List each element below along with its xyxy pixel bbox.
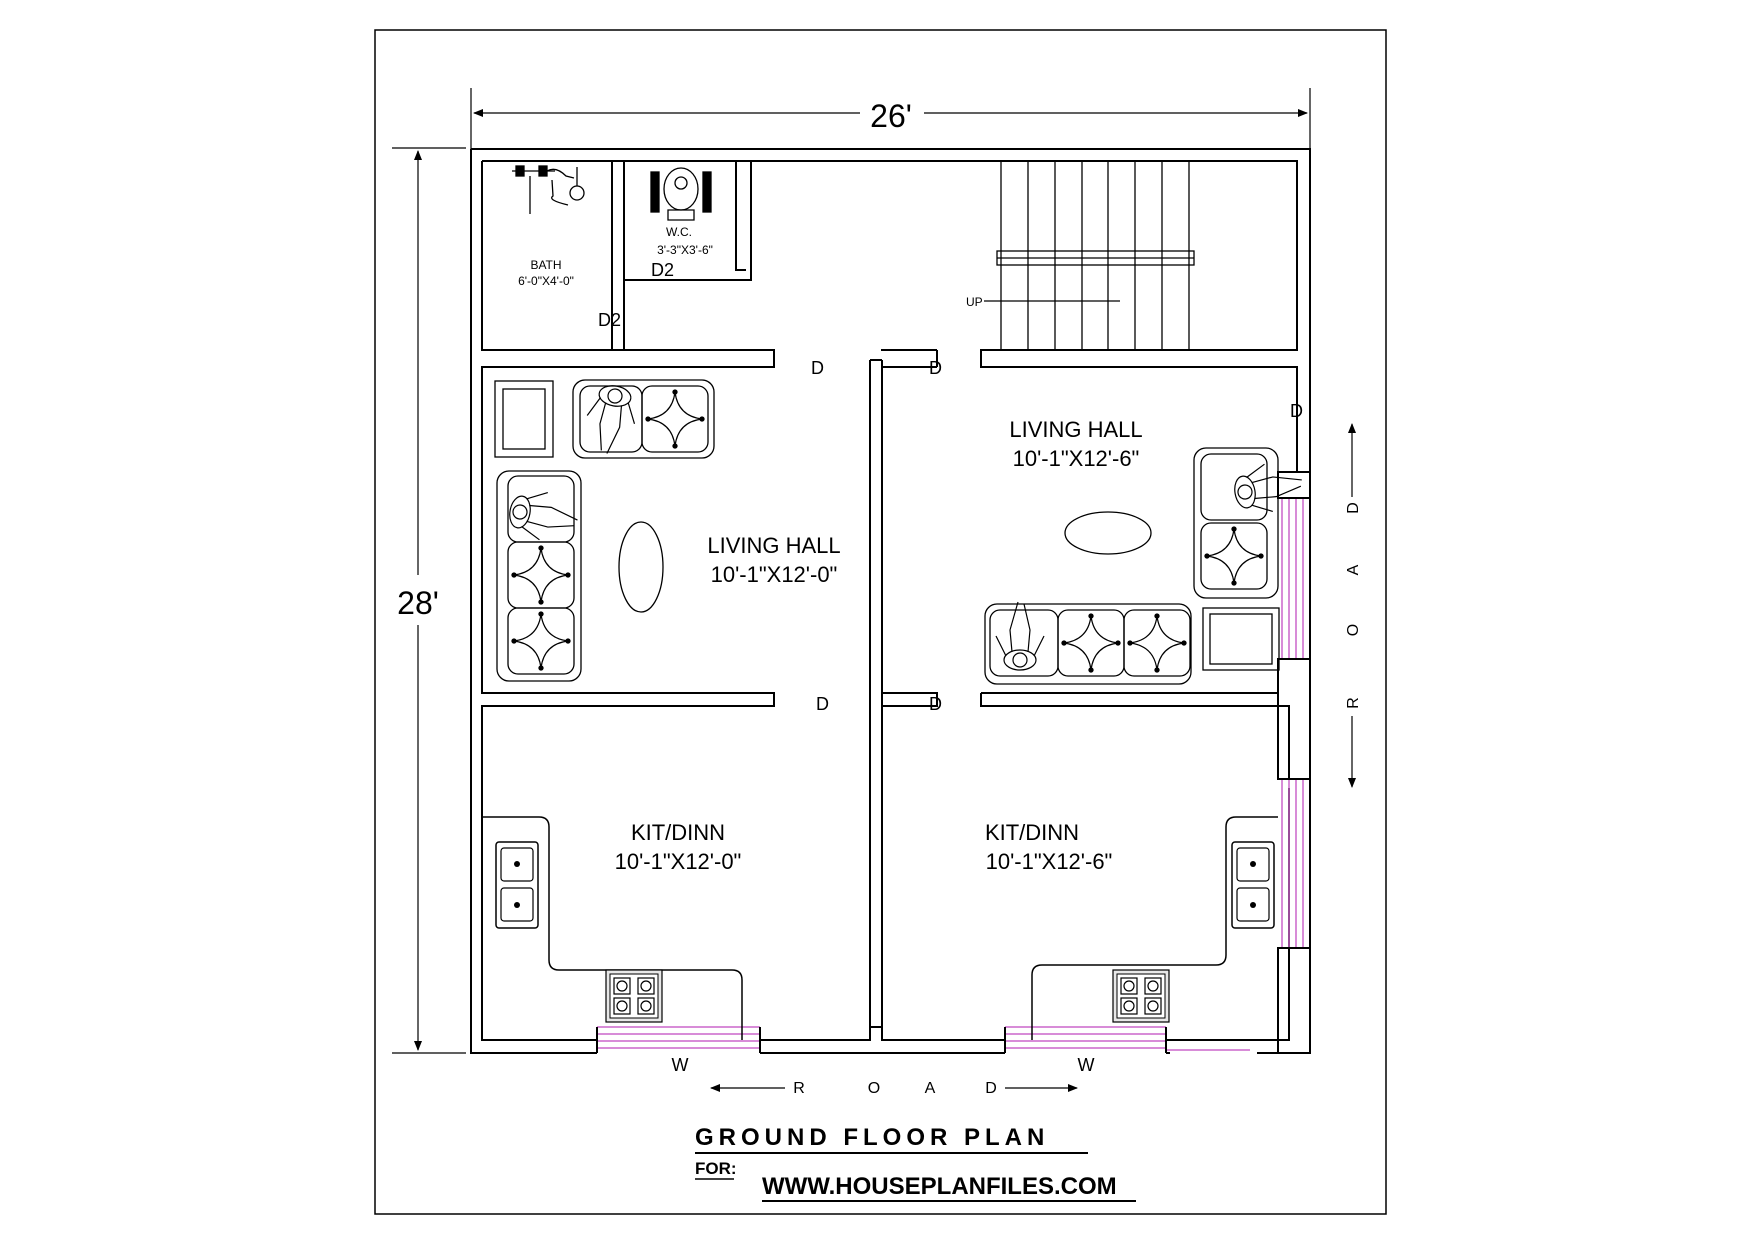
left-kitchen-stove <box>605 969 663 1023</box>
kit-right-label: KIT/DINN <box>985 820 1079 845</box>
window-lines <box>597 498 1304 1051</box>
bottom-road-a: A <box>925 1080 936 1097</box>
door-label-upper-right: D <box>929 358 942 378</box>
left-kitchen-counter <box>482 816 743 1040</box>
wc-label: W.C. <box>666 225 692 239</box>
stair-up-label: UP <box>966 295 983 309</box>
living-left-size: 10'-1"X12'-0" <box>711 562 838 587</box>
living-right-label: LIVING HALL <box>1009 417 1142 442</box>
plan-title: GROUND FLOOR PLAN <box>695 1124 1049 1151</box>
height-dimension <box>392 147 466 1054</box>
bath-door-label: D2 <box>598 310 621 330</box>
bath-label: BATH <box>530 258 561 272</box>
bottom-road-o: O <box>868 1080 880 1097</box>
right-road-d: D <box>1345 502 1362 514</box>
bottom-road-r: R <box>793 1080 805 1097</box>
toilet-fixture <box>650 167 712 221</box>
living-right-size: 10'-1"X12'-6" <box>1013 446 1140 471</box>
window-label-left: W <box>672 1055 689 1075</box>
person-left-2 <box>505 486 582 547</box>
bottom-road-d: D <box>985 1080 997 1097</box>
width-dimension <box>470 88 1311 152</box>
website-label: WWW.HOUSEPLANFILES.COM <box>762 1173 1117 1200</box>
staircase <box>984 161 1195 350</box>
person-left-1 <box>580 381 641 458</box>
bath-size: 6'-0"X4'-0" <box>518 274 574 288</box>
kit-left-label: KIT/DINN <box>631 820 725 845</box>
width-dimension-label: 26' <box>870 98 912 134</box>
shower-fixture <box>512 165 585 214</box>
right-kitchen-stove <box>1112 969 1170 1023</box>
kit-left-size: 10'-1"X12'-0" <box>615 849 742 874</box>
height-dimension-label: 28' <box>397 585 439 621</box>
right-kitchen-sink <box>1231 841 1275 929</box>
door-label-right-entry: D <box>1290 401 1303 421</box>
right-road-r: R <box>1345 697 1362 709</box>
wc-size: 3'-3"X3'-6" <box>657 243 713 257</box>
door-label-mid-left: D <box>816 694 829 714</box>
for-label: FOR: <box>695 1159 737 1178</box>
living-left-label: LIVING HALL <box>707 533 840 558</box>
window-frames <box>596 471 1311 1054</box>
window-label-right: W <box>1078 1055 1095 1075</box>
right-road-a: A <box>1345 564 1362 575</box>
right-kitchen-counter <box>1031 816 1278 1040</box>
wc-door-label: D2 <box>651 260 674 280</box>
person-right-2 <box>995 601 1045 671</box>
left-living-furniture <box>494 379 715 682</box>
door-label-upper-left: D <box>811 358 824 378</box>
door-label-mid-right: D <box>929 694 942 714</box>
right-living-furniture <box>984 447 1280 685</box>
walls <box>470 148 1311 1054</box>
left-kitchen-sink <box>495 841 539 929</box>
right-road-o: O <box>1345 624 1362 636</box>
kit-right-size: 10'-1"X12'-6" <box>986 849 1113 874</box>
person-right-1 <box>1230 457 1307 518</box>
sheet-border <box>374 29 1387 1215</box>
